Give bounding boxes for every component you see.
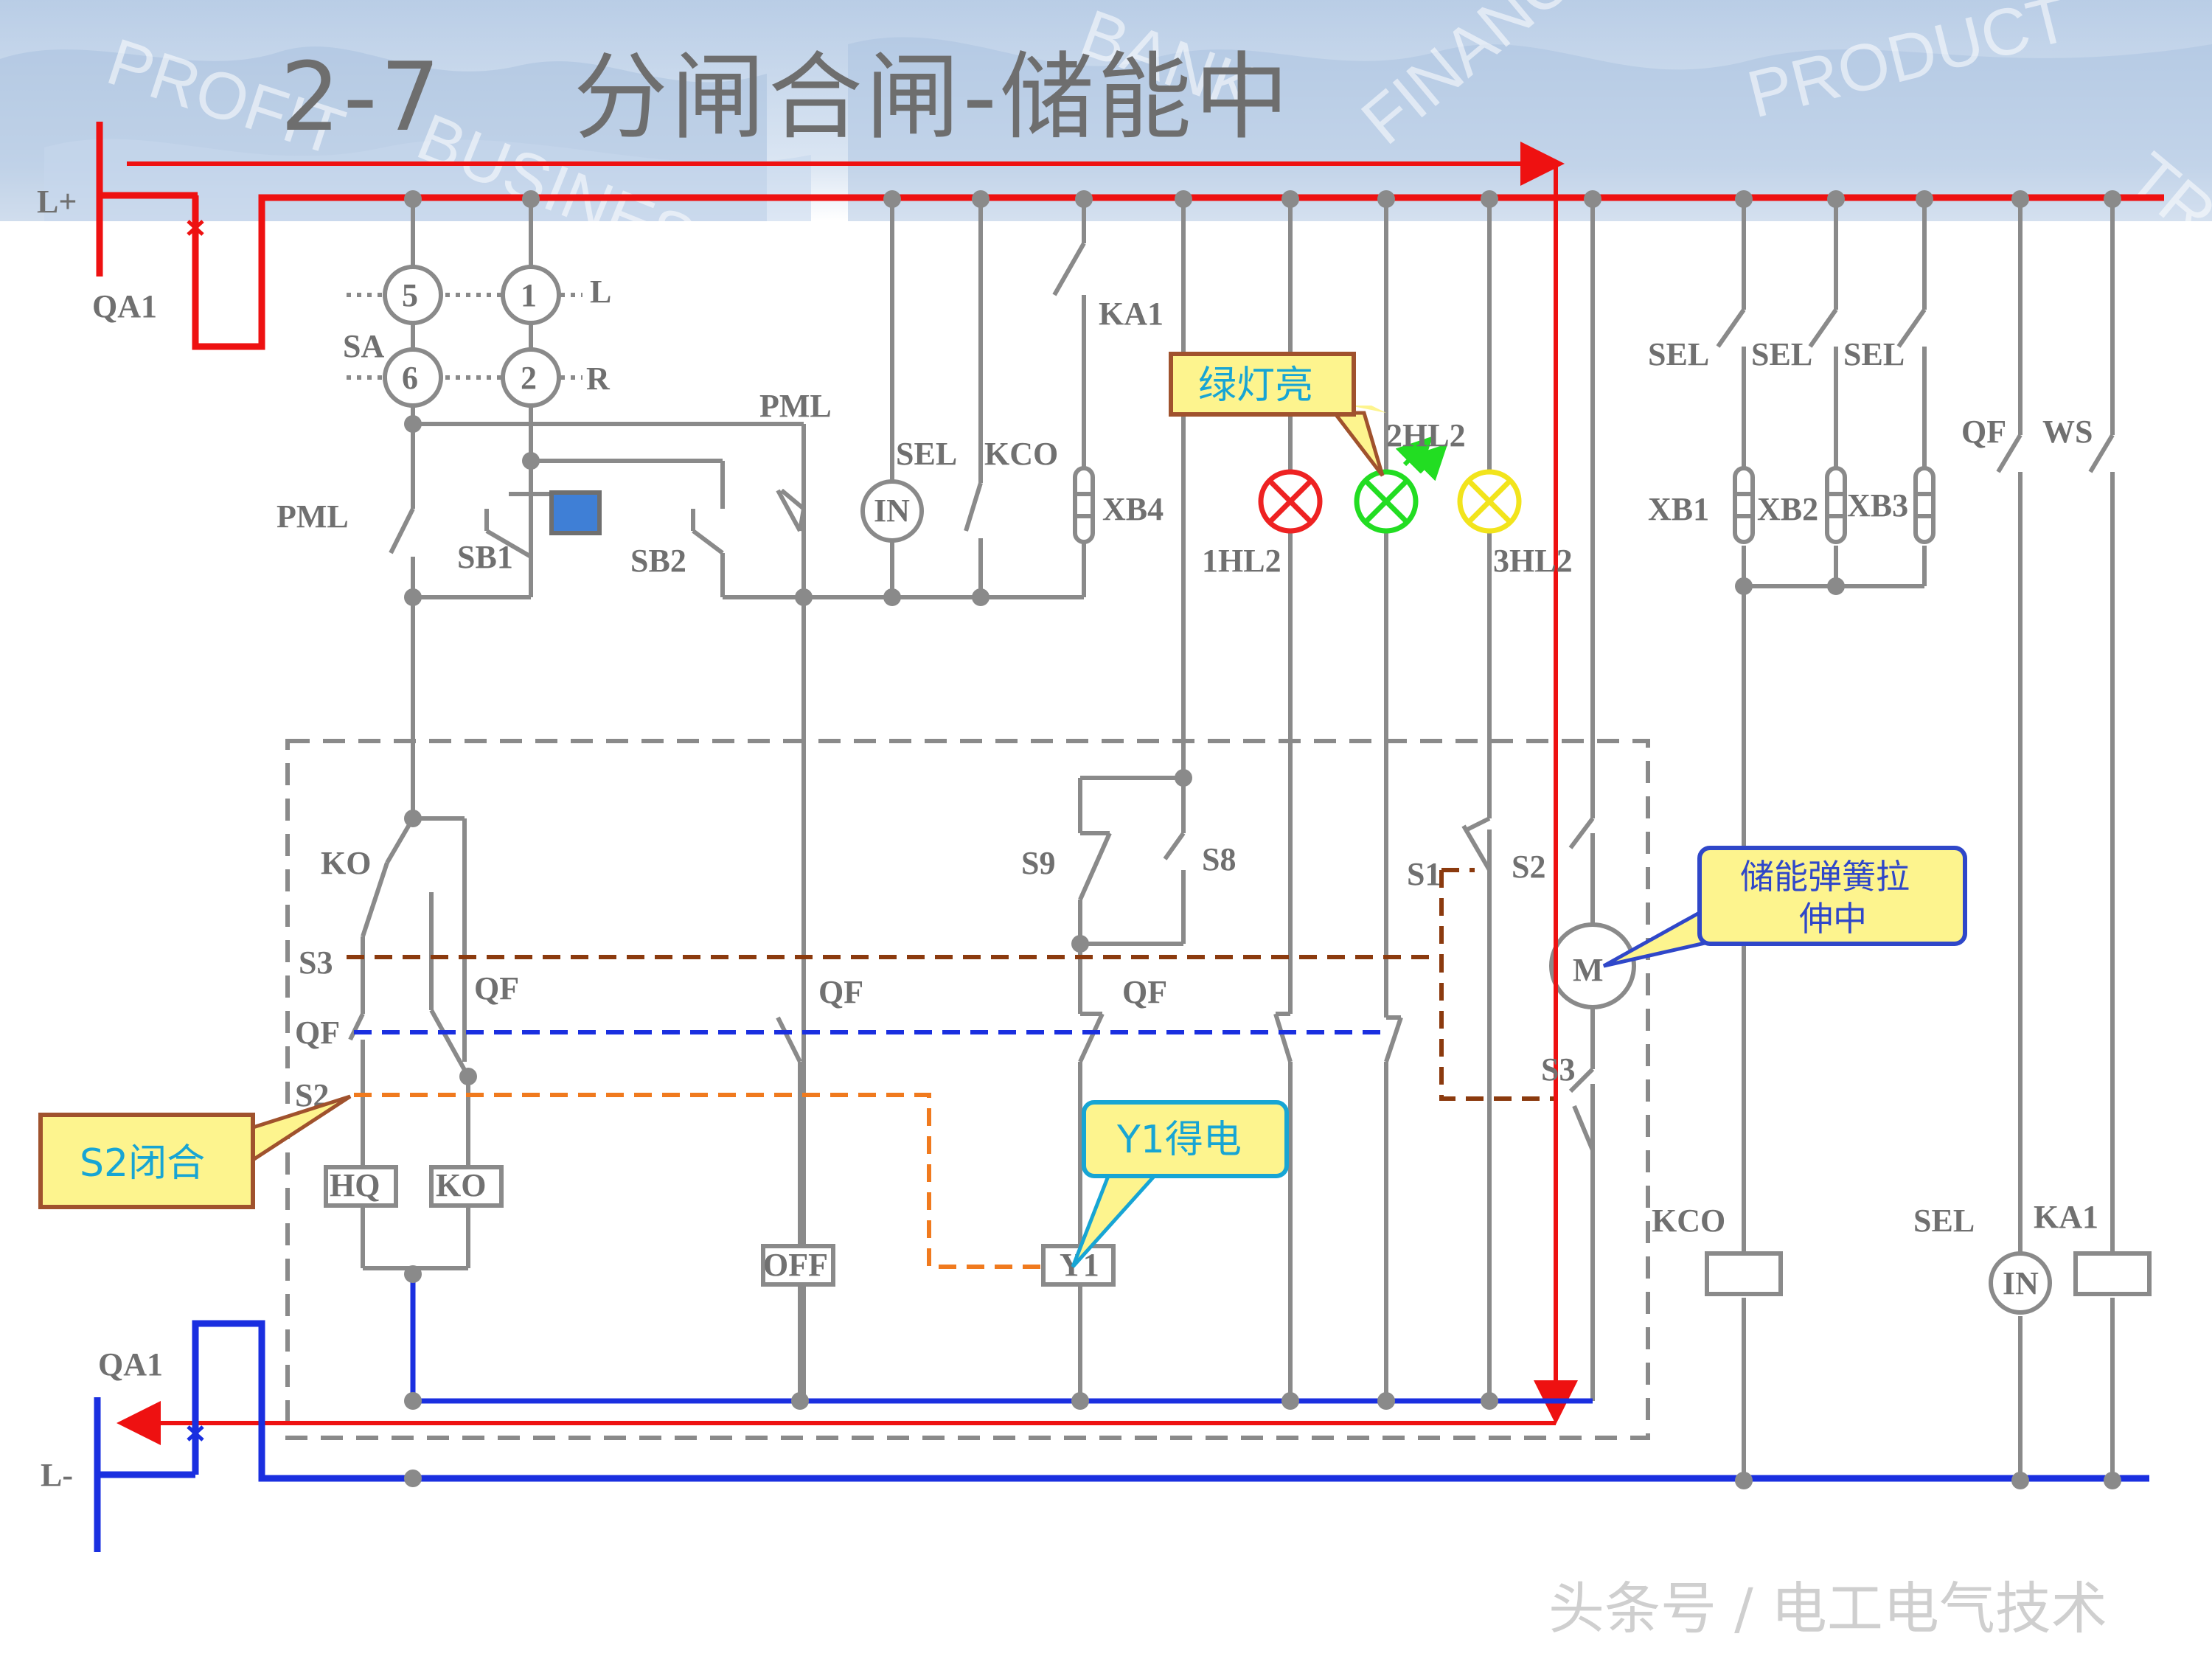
label-ko-coil: KO [436, 1167, 486, 1203]
label-qf-right: QF [1961, 414, 2006, 450]
kco-coil-box [1705, 1251, 1783, 1296]
label-motor: M [1573, 952, 1604, 988]
callout-green-lamp-text: 绿灯亮 [1198, 364, 1313, 408]
label-s9: S9 [1021, 845, 1055, 881]
label-qa1-bottom: QA1 [98, 1346, 163, 1382]
label-sa-1: 1 [521, 277, 537, 313]
breaker-enclosure [285, 739, 1650, 1440]
xb4-link [1073, 466, 1095, 544]
label-qf-mid2: QF [1122, 974, 1167, 1010]
callout-spring-line1: 储能弹簧拉 [1740, 857, 1910, 897]
callout-s2-closed: S2闭合 [38, 1094, 352, 1209]
xb2-link [1825, 466, 1847, 544]
callout-spring: 储能弹簧拉 伸中 [1602, 846, 1967, 968]
label-lamp-2: 2HL2 [1386, 417, 1466, 453]
lamp-3hl2-yellow [1457, 469, 1522, 534]
sa-contact-5 [383, 265, 443, 325]
negative-bus [94, 1272, 2149, 1552]
label-kco-coil: KCO [1652, 1203, 1725, 1239]
label-kco-mid: KCO [984, 436, 1058, 472]
in-meter-mid [860, 479, 924, 543]
callout-green-lamp: 绿灯亮 [1169, 352, 1386, 477]
motor-circle [1549, 922, 1636, 1009]
label-sa-r: R [586, 361, 611, 397]
ka1-coil-box [2073, 1251, 2152, 1296]
label-xb3: XB3 [1847, 487, 1908, 524]
label-qf-contact: QF [474, 970, 519, 1006]
label-sb1: SB1 [457, 539, 513, 575]
component-labels: L+ L- QA1 QA1 SA 5 1 6 2 L R PML PML SB1… [37, 184, 2098, 1493]
callout-spring-line2: 伸中 [1799, 899, 1867, 939]
label-hq-coil: HQ [330, 1167, 380, 1203]
label-pml-right: PML [759, 388, 832, 424]
label-s3-right: S3 [1541, 1051, 1575, 1088]
label-sa-6: 6 [402, 360, 418, 396]
sa-contact-1 [501, 265, 561, 325]
label-xb4: XB4 [1102, 491, 1164, 527]
mechanical-links [347, 868, 1556, 1269]
lamp-2hl2-green [1354, 436, 1448, 534]
label-s3-left: S3 [299, 945, 333, 981]
label-sa: SA [343, 328, 384, 364]
label-in-mid: IN [874, 493, 910, 529]
footer-watermark: 头条号 / 电工电气技术 [1548, 1576, 2107, 1641]
sa-contact-2 [501, 347, 561, 408]
label-qf-left: QF [295, 1015, 340, 1051]
label-qf-mid1: QF [818, 974, 863, 1010]
callout-y1-energized: Y1得电 [1071, 1100, 1289, 1268]
label-ko-contact: KO [321, 845, 371, 881]
label-off-coil: OFF [763, 1247, 828, 1283]
label-lplus: L+ [37, 184, 77, 220]
label-sb2: SB2 [630, 543, 686, 579]
in-meter-right [1989, 1251, 2052, 1315]
ko-coil-box [429, 1165, 504, 1208]
label-sel-r1: SEL [1648, 336, 1709, 372]
y1-coil-box [1041, 1244, 1116, 1287]
gray-wiring [347, 199, 2115, 1482]
label-ws: WS [2042, 414, 2093, 450]
label-sa-5: 5 [402, 277, 418, 313]
coil-boxes [324, 265, 2152, 1315]
label-sa-2: 2 [521, 360, 537, 396]
label-xb2: XB2 [1757, 491, 1818, 527]
label-lamp-3: 3HL2 [1493, 543, 1573, 579]
label-ka1-top: KA1 [1099, 296, 1164, 332]
page-title: 2-7 分闸合闸-储能中 [280, 43, 1292, 153]
sb1-indicator [549, 490, 602, 535]
label-s1: S1 [1407, 856, 1441, 892]
label-pml-left: PML [276, 498, 349, 535]
junction-dots [404, 190, 2121, 1489]
lamp-1hl2-red [1258, 469, 1323, 534]
label-s2-right: S2 [1512, 849, 1545, 885]
label-lminus: L- [41, 1457, 73, 1493]
xb3-link [1913, 466, 1935, 544]
label-sel-r2: SEL [1751, 336, 1812, 372]
label-s8: S8 [1202, 841, 1236, 877]
sa-contact-6 [383, 347, 443, 408]
off-coil-box [761, 1244, 835, 1287]
label-sa-l: L [590, 274, 611, 310]
label-qa1-top: QA1 [92, 288, 157, 324]
label-lamp-1: 1HL2 [1202, 543, 1281, 579]
hq-coil-box [324, 1165, 398, 1208]
label-sel-r3: SEL [1843, 336, 1905, 372]
callout-y1-text: Y1得电 [1116, 1118, 1242, 1162]
xb1-link [1733, 466, 1755, 544]
callout-s2-closed-text: S2闭合 [80, 1141, 205, 1186]
label-xb1: XB1 [1648, 491, 1709, 527]
label-sel-coil: SEL [1913, 1203, 1975, 1239]
label-sel-mid: SEL [896, 436, 957, 472]
label-in-right: IN [2003, 1265, 2039, 1301]
label-ka1-coil: KA1 [2034, 1199, 2098, 1235]
